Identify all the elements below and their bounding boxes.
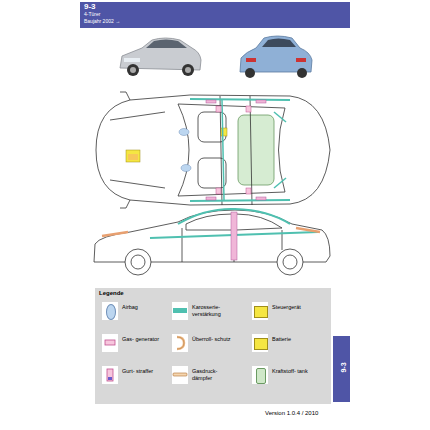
legend-label: Batterie xyxy=(272,336,316,343)
legend-label: Gasdruck- dämpfer xyxy=(192,368,236,382)
legend-label: Steuergerät xyxy=(272,304,316,311)
legend-swatch-fill xyxy=(256,368,266,384)
top-view-components xyxy=(126,99,290,201)
legend-icon xyxy=(102,366,118,384)
legend-swatch xyxy=(172,302,188,320)
side-view-components xyxy=(102,209,320,260)
legend-swatch-fill xyxy=(254,338,268,350)
car-photo-front xyxy=(120,38,201,76)
legend-label: Gurt- straffer xyxy=(122,368,166,375)
side-tab-label: 9-3 xyxy=(340,362,347,372)
header-title: 9-3 xyxy=(84,2,96,11)
legend-swatch xyxy=(102,302,118,320)
legend-heading: Legende xyxy=(99,290,124,296)
legend-swatch xyxy=(252,302,268,320)
header-subtitle: Baujahr 2002 → xyxy=(84,18,120,24)
header-bar xyxy=(80,2,350,28)
legend-label: Überroll- schutz xyxy=(192,336,236,343)
legend-label: Gas- generator xyxy=(122,336,166,343)
header-subtitle: 4-Türer xyxy=(84,11,100,17)
legend-icon xyxy=(172,334,188,352)
legend-label: Kraftstoff- tank xyxy=(272,368,316,375)
side-tab xyxy=(333,336,350,402)
legend-swatch-fill xyxy=(254,306,268,318)
legend-icon xyxy=(102,334,118,352)
legend-label: Karosserie- verstärkung xyxy=(192,304,236,318)
car-side-view xyxy=(94,210,330,275)
legend-swatch xyxy=(252,366,268,384)
car-top-view xyxy=(96,92,330,208)
legend-icon xyxy=(172,366,188,384)
car-photo-rear xyxy=(240,36,312,78)
legend-panel xyxy=(95,288,331,404)
legend-swatch-fill xyxy=(173,308,187,313)
legend-swatch-fill xyxy=(106,304,116,320)
legend-label: Airbag xyxy=(122,304,166,311)
version-note: Version 1.0.4 / 2010 xyxy=(265,410,318,416)
legend-swatch xyxy=(252,334,268,352)
